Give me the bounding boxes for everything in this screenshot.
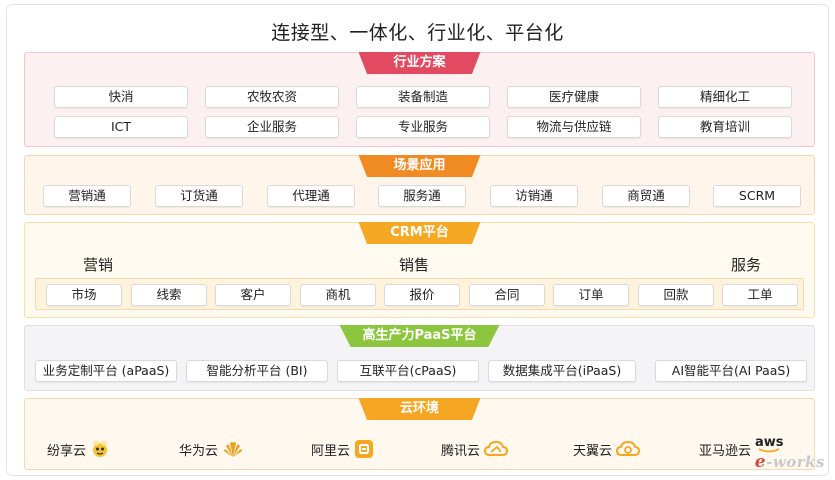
crm-module: 市场 (46, 284, 122, 306)
crm-module: 回款 (638, 284, 714, 306)
e-works-watermark: e-works (754, 452, 825, 472)
industry-section: 行业方案 快消 农牧农资 装备制造 医疗健康 精细化工 ICT 企业服务 专业服… (24, 52, 815, 147)
crm-module-row: 市场 线索 客户 商机 报价 合同 订单 回款 工单 (35, 278, 804, 310)
cloud-huawei: 华为云 (179, 437, 244, 461)
paas-section: 高生产力PaaS平台 业务定制平台 (aPaaS) 智能分析平台 (BI) 互联… (24, 325, 815, 391)
crm-banner: CRM平台 (358, 222, 481, 244)
scene-banner: 场景应用 (358, 155, 481, 177)
scene-item: 商贸通 (602, 185, 690, 207)
fxiaoke-bee-icon (93, 440, 108, 457)
industry-item: 教育培训 (658, 116, 792, 138)
cloud-name: 阿里云 (311, 443, 351, 459)
aliyun-icon (355, 440, 374, 458)
scene-section: 场景应用 营销通 订货通 代理通 服务通 访销通 商贸通 SCRM (24, 155, 815, 215)
industry-item: 物流与供应链 (507, 116, 641, 138)
cloud-tianyi: 天翼云 (573, 437, 641, 461)
scene-item: 代理通 (267, 185, 355, 207)
industry-item: 快消 (54, 86, 188, 108)
industry-banner: 行业方案 (358, 52, 481, 74)
crm-module: 客户 (215, 284, 291, 306)
paas-item: 智能分析平台 (BI) (186, 360, 328, 382)
industry-item: 医疗健康 (507, 86, 641, 108)
paas-item: 数据集成平台(iPaaS) (488, 360, 636, 382)
aws-icon: aws (755, 434, 784, 452)
cloud-name: 华为云 (179, 443, 219, 459)
cloud-name: 亚马逊云 (699, 443, 752, 459)
cloud-fxiaoke: 纷享云 (47, 437, 110, 461)
cloud-name: 腾讯云 (441, 443, 481, 459)
huawei-petal-icon (224, 442, 243, 457)
paas-item: 业务定制平台 (aPaaS) (35, 360, 177, 382)
paas-item: 互联平台(cPaaS) (337, 360, 479, 382)
cloud-banner: 云环境 (358, 398, 481, 420)
cloud-name: 天翼云 (573, 443, 613, 459)
crm-module: 订单 (553, 284, 629, 306)
scene-item: 营销通 (43, 185, 131, 207)
industry-item: 企业服务 (205, 116, 339, 138)
industry-item: 精细化工 (658, 86, 792, 108)
cloud-aws: 亚马逊云 aws (699, 434, 784, 461)
industry-item: 装备制造 (356, 86, 490, 108)
scene-item: 访销通 (490, 185, 578, 207)
crm-module: 合同 (469, 284, 545, 306)
industry-item: 农牧农资 (205, 86, 339, 108)
crm-module: 报价 (384, 284, 460, 306)
crm-module: 商机 (300, 284, 376, 306)
scene-item: SCRM (713, 185, 801, 207)
cloud-name: 纷享云 (47, 443, 87, 459)
crm-module: 线索 (131, 284, 207, 306)
scene-item: 订货通 (155, 185, 243, 207)
scene-item: 服务通 (378, 185, 466, 207)
tencent-cloud-icon (484, 441, 509, 456)
industry-item: ICT (54, 116, 188, 138)
crm-section: CRM平台 营销 销售 服务 市场 线索 客户 商机 报价 合同 订单 回款 工… (24, 222, 815, 318)
industry-item: 专业服务 (356, 116, 490, 138)
crm-module: 工单 (722, 284, 798, 306)
paas-item: AI智能平台(AI PaaS) (655, 360, 807, 382)
cloud-tencent: 腾讯云 (441, 437, 509, 461)
cloud-aliyun: 阿里云 (311, 437, 374, 461)
paas-banner: 高生产力PaaS平台 (339, 325, 500, 347)
page-title: 连接型、一体化、行业化、平台化 (271, 22, 564, 44)
tianyi-cloud-icon (616, 441, 641, 456)
cloud-section: 云环境 纷享云 华为云 阿里云 (24, 398, 815, 470)
crm-group-sales: 销售 (399, 256, 430, 274)
crm-group-marketing: 营销 (83, 256, 114, 274)
crm-group-service: 服务 (731, 256, 762, 274)
